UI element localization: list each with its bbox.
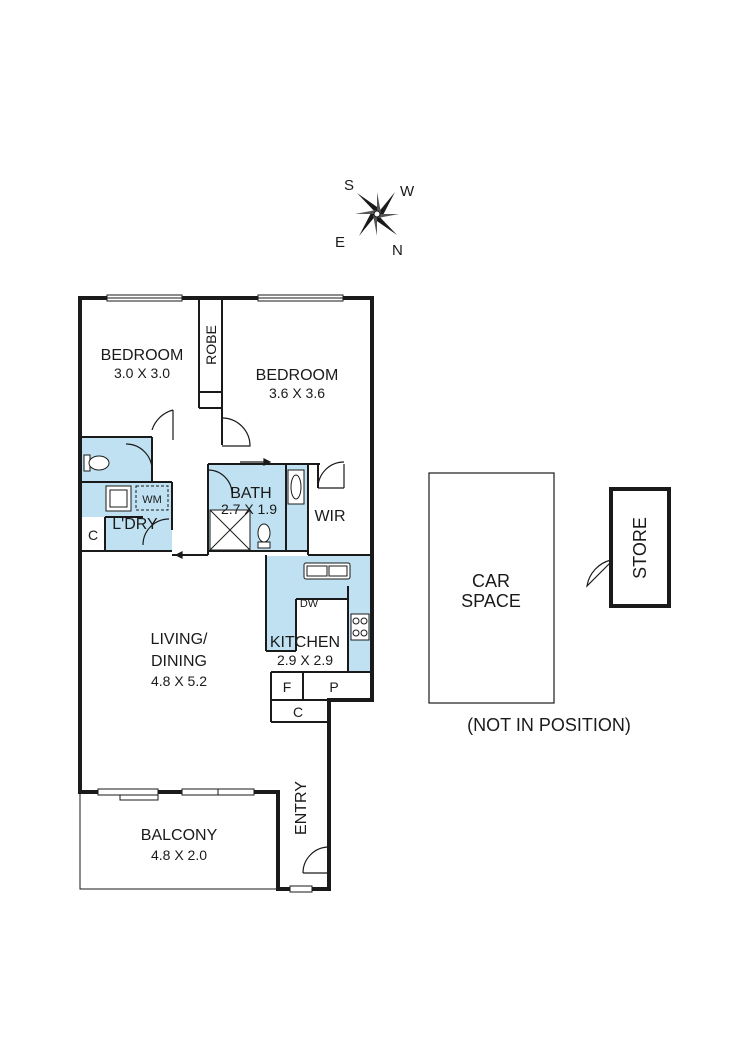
store-outline (586, 487, 671, 608)
entry-label: ENTRY (293, 781, 310, 835)
bath-name: BATH (230, 485, 271, 502)
not-in-position-note: (NOT IN POSITION) (467, 715, 631, 735)
robe-label: ROBE (203, 325, 219, 365)
laundry-door (142, 518, 170, 546)
kitchen-size: 2.9 X 2.9 (277, 652, 333, 668)
compass-label-e: E (335, 234, 345, 251)
wm-label: WM (142, 494, 162, 506)
top-windows (106, 294, 344, 302)
laundry-label: L'DRY (112, 516, 158, 533)
car-space-line2: SPACE (461, 591, 521, 611)
bedroom1-door (151, 409, 174, 440)
compass-rose (355, 192, 399, 236)
compass-label-s: S (344, 177, 354, 194)
bedroom2-door (221, 417, 251, 447)
wir-label: WIR (314, 508, 345, 525)
kitchen-sink (303, 562, 351, 580)
balcony-size: 4.8 X 2.0 (151, 847, 207, 863)
entry-threshold (289, 885, 313, 893)
living-name-line2: DINING (151, 653, 207, 670)
bedroom1-name: BEDROOM (101, 347, 184, 364)
fridge-label: F (283, 679, 292, 695)
wir-door (317, 461, 345, 489)
cooktop (350, 613, 370, 641)
entry-door (302, 846, 330, 874)
sliding-door-arrows (174, 458, 272, 559)
laundry-cupboard-label: C (88, 527, 98, 543)
store-label: STORE (630, 517, 650, 579)
kitchen-cupboard-label: C (293, 704, 303, 720)
bath-door (207, 469, 233, 495)
bedroom2-name: BEDROOM (256, 367, 339, 384)
toilet-door (125, 443, 153, 471)
dishwasher-label: DW (300, 598, 319, 610)
compass-label-w: W (400, 183, 415, 200)
living-name-line1: LIVING/ (151, 631, 208, 648)
car-space-outline (428, 472, 555, 704)
kitchen-name: KITCHEN (270, 634, 340, 651)
toilet-fixture (83, 454, 110, 472)
car-space-line1: CAR (472, 571, 510, 591)
bath-size: 2.7 X 1.9 (221, 501, 277, 517)
washing-machine-space (135, 485, 169, 511)
bath-fixtures (209, 469, 305, 551)
balcony-outline (79, 788, 278, 890)
pantry-label: P (329, 679, 338, 695)
bedroom2-size: 3.6 X 3.6 (269, 385, 325, 401)
compass-label-n: N (392, 242, 403, 259)
balcony-name: BALCONY (141, 827, 218, 844)
living-size: 4.8 X 5.2 (151, 673, 207, 689)
laundry-trough (105, 485, 132, 512)
bedroom1-size: 3.0 X 3.0 (114, 365, 170, 381)
